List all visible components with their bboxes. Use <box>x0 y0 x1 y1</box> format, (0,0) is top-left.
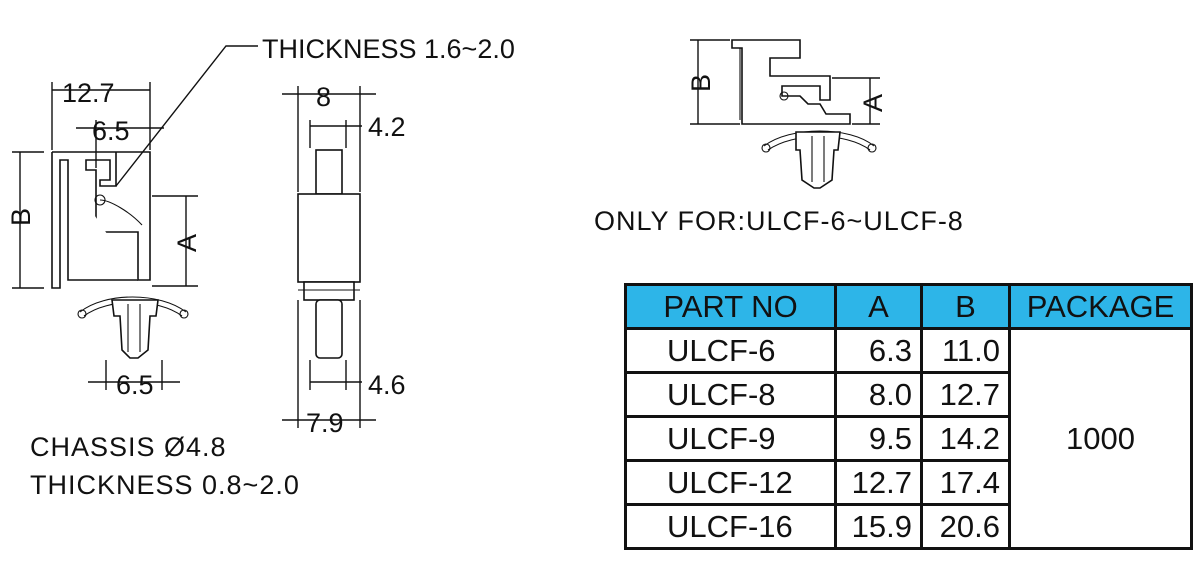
side-dimension-lines <box>282 86 376 428</box>
side-view <box>297 149 361 359</box>
dim-side-width: 8 <box>316 82 331 112</box>
a-cell: 12.7 <box>834 459 923 506</box>
b-cell: 20.6 <box>920 503 1011 550</box>
dim-height-a: A <box>172 234 202 252</box>
variant-dimension-lines <box>690 39 880 125</box>
chassis-thickness-note: THICKNESS 0.8~2.0 <box>30 470 300 500</box>
front-dimension-lines <box>12 45 258 390</box>
thickness-top-label: THICKNESS 1.6~2.0 <box>262 34 515 64</box>
dim-top-width: 12.7 <box>62 78 115 108</box>
b-cell: 11.0 <box>920 327 1011 374</box>
b-cell: 17.4 <box>920 459 1011 506</box>
chassis-note: CHASSIS Ø4.8 <box>30 432 227 462</box>
only-for-note: ONLY FOR:ULCF-6~ULCF-8 <box>594 206 964 236</box>
header-a: A <box>834 283 923 330</box>
table-row: ULCF-6 6.3 11.0 1000 <box>624 327 1193 550</box>
part-no-cell: ULCF-16 <box>624 503 837 550</box>
table-row: ULCF-9 9.5 14.2 <box>624 415 1192 462</box>
a-cell: 15.9 <box>834 503 923 550</box>
dim-variant-a: A <box>858 94 888 112</box>
part-no-cell: ULCF-12 <box>624 459 837 506</box>
dim-bottom-width: 6.5 <box>116 370 154 400</box>
a-cell: 8.0 <box>834 371 923 418</box>
front-view <box>51 151 189 359</box>
table-header-row: PART NO A B PACKAGE <box>624 283 1193 330</box>
table-row: ULCF-8 8.0 12.7 <box>624 371 1192 418</box>
b-cell: 14.2 <box>920 415 1011 462</box>
part-no-cell: ULCF-6 <box>624 327 837 374</box>
header-package: PACKAGE <box>1008 283 1193 330</box>
dim-side-base: 7.9 <box>306 408 344 438</box>
a-cell: 9.5 <box>834 415 923 462</box>
table-row: ULCF-12 12.7 17.4 <box>624 459 1192 506</box>
part-no-cell: ULCF-9 <box>624 415 837 462</box>
a-cell: 6.3 <box>834 327 923 374</box>
header-b: B <box>920 283 1011 330</box>
dim-variant-b: B <box>686 74 716 92</box>
dim-side-tip-bottom: 4.6 <box>368 370 406 400</box>
header-part-no: PART NO <box>624 283 837 330</box>
b-cell: 12.7 <box>920 371 1011 418</box>
dim-side-tip: 4.2 <box>368 112 406 142</box>
variant-view <box>731 39 877 189</box>
part-no-cell: ULCF-8 <box>624 371 837 418</box>
dim-height-b: B <box>6 208 36 226</box>
dim-inner-width: 6.5 <box>92 116 130 146</box>
spec-table: PART NO A B PACKAGE ULCF-6 6.3 11.0 1000… <box>624 283 1193 550</box>
table-row: ULCF-16 15.9 20.6 <box>624 503 1192 550</box>
package-cell: 1000 <box>1008 327 1193 550</box>
